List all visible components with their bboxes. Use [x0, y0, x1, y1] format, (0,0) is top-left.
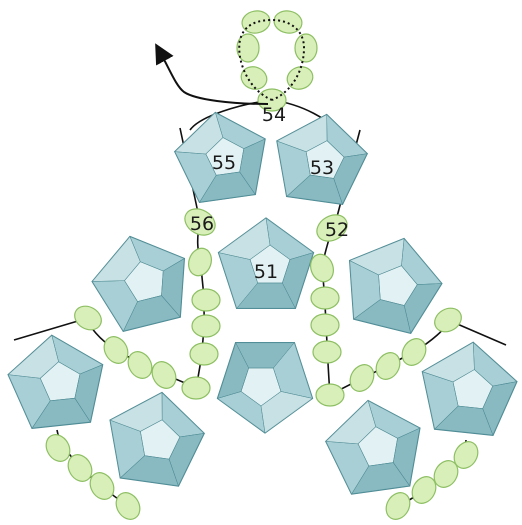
label-56: 56 — [190, 213, 214, 235]
seed-bead — [313, 341, 341, 363]
crystal-right-upper — [336, 227, 450, 338]
seed-bead — [147, 357, 180, 392]
crystal-far-right — [416, 337, 520, 437]
seed-bead — [238, 63, 270, 93]
seed-bead — [192, 315, 220, 337]
seed-bead — [311, 287, 339, 309]
label-51: 51 — [254, 261, 278, 283]
seed-bead — [311, 314, 339, 336]
seed-bead — [430, 303, 465, 336]
label-52: 52 — [325, 219, 349, 241]
label-53: 53 — [310, 157, 334, 179]
crystal-far-left — [4, 330, 108, 430]
crystal-left-lower — [102, 386, 209, 489]
crystal-right-lower — [321, 394, 428, 497]
seed-bead — [190, 343, 218, 365]
seed-bead — [182, 377, 210, 399]
seed-bead — [371, 348, 404, 383]
crystal-bottom-center — [217, 343, 312, 433]
seed-bead — [111, 488, 144, 523]
seed-bead — [240, 9, 271, 36]
seed-bead — [272, 9, 303, 36]
seed-bead — [295, 34, 317, 62]
seed-bead — [345, 360, 378, 395]
seed-bead — [237, 34, 259, 62]
seed-bead — [381, 488, 414, 523]
seed-bead — [316, 384, 344, 406]
seed-bead — [192, 289, 220, 311]
crystal-beads — [4, 106, 520, 497]
seed-bead — [185, 245, 215, 279]
label-54: 54 — [262, 104, 286, 126]
label-55: 55 — [212, 152, 236, 174]
seed-bead — [397, 334, 430, 369]
seed-bead — [70, 301, 105, 334]
